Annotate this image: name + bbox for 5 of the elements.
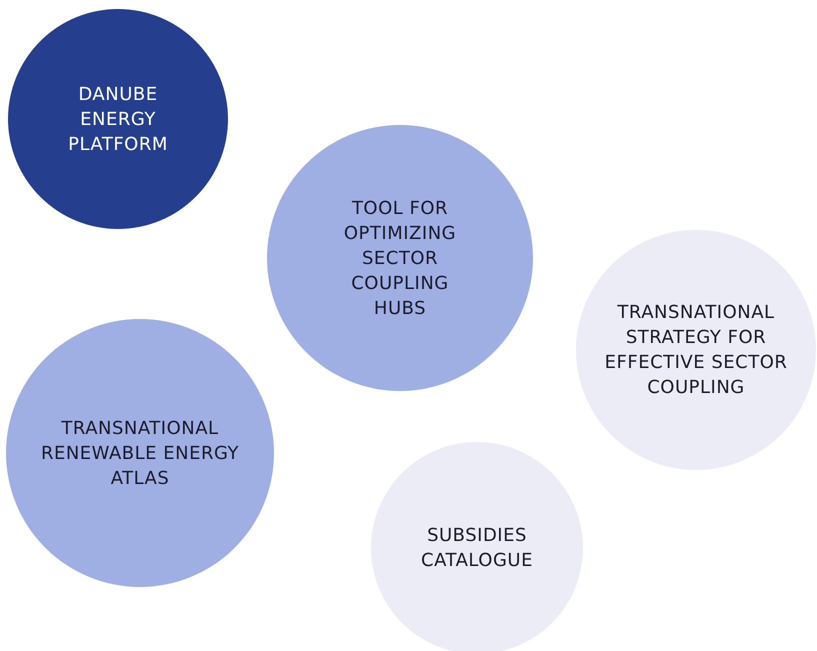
node-text: SUBSIDIES CATALOGUE xyxy=(420,524,534,573)
node-text: TRANSNATIONAL RENEWABLE ENERGY ATLAS xyxy=(40,416,240,490)
node-text: TOOL FOR OPTIMIZING SECTOR COUPLING HUBS xyxy=(342,196,458,320)
node-text: TRANSNATIONAL STRATEGY FOR EFFECTIVE SECTOR COUPLING xyxy=(604,301,788,400)
node-text: DANUBE ENERGY PLATFORM xyxy=(67,82,169,156)
